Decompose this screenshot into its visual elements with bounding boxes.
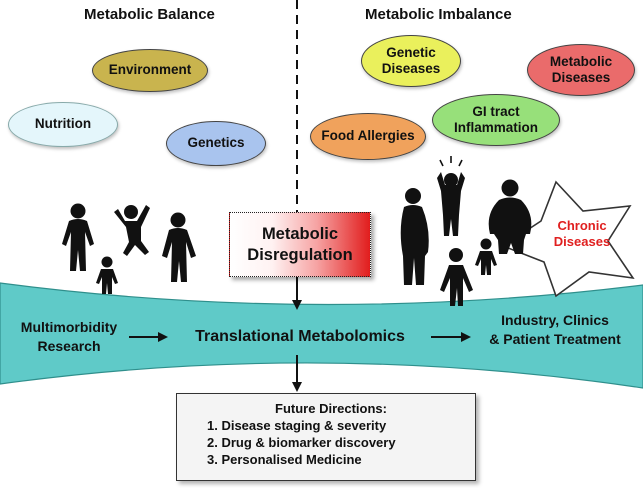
child-person-icon [475, 238, 497, 275]
chronic-line2: Diseases [553, 234, 611, 250]
food-allergies-factor: Food Allergies [310, 113, 426, 160]
food-allergies-label: Food Allergies [321, 128, 415, 144]
future-item-disease-staging: 1. Disease staging & severity [207, 418, 387, 434]
thin-person-icon [440, 248, 473, 306]
future-directions-box: Future Directions: 1. Disease staging & … [176, 393, 476, 481]
disregulation-line2: Disregulation [247, 245, 353, 264]
future-item-personalised-medicine: 3. Personalised Medicine [207, 452, 362, 468]
industry-line2: & Patient Treatment [489, 330, 621, 347]
chronic-diseases-label: Chronic Diseases [527, 218, 637, 251]
industry-line1: Industry, Clinics [501, 312, 609, 328]
gi-tract-line1: GI tract [472, 103, 520, 119]
environment-factor: Environment [92, 49, 208, 92]
child-person-icon [96, 256, 118, 294]
genetics-label: Genetics [187, 135, 245, 151]
obese-person-icon [400, 188, 429, 285]
distressed-person-icon [437, 156, 465, 236]
adult-person-icon [62, 203, 94, 271]
metabolic-balance-heading: Metabolic Balance [84, 6, 215, 23]
metabolic-disregulation-box: Metabolic Disregulation [229, 212, 371, 277]
disregulation-line1: Metabolic [261, 224, 339, 243]
multimorbidity-line1: Multimorbidity [20, 319, 118, 335]
translational-band [0, 282, 643, 389]
adult-person-icon [162, 212, 196, 282]
future-directions-title: Future Directions: [275, 401, 387, 416]
nutrition-factor: Nutrition [8, 102, 118, 147]
future-item-drug-discovery: 2. Drug & biomarker discovery [207, 435, 396, 451]
jumping-person-icon [114, 205, 150, 256]
environment-label: Environment [108, 62, 192, 78]
multimorbidity-research-label: Multimorbidity Research [6, 318, 132, 356]
gi-tract-line2: Inflammation [453, 120, 538, 135]
nutrition-label: Nutrition [34, 116, 92, 132]
obese-person-icon [488, 179, 532, 254]
translational-metabolomics-label: Translational Metabolomics [195, 328, 405, 345]
metabolic-imbalance-heading: Metabolic Imbalance [365, 6, 512, 23]
genetic-diseases-line1: Genetic [386, 44, 436, 60]
metabolic-diseases-line2: Diseases [551, 70, 611, 85]
chronic-line1: Chronic [557, 218, 607, 233]
metabolic-diseases-line1: Metabolic [549, 53, 613, 69]
genetic-diseases-line2: Diseases [381, 61, 441, 76]
industry-clinics-label: Industry, Clinics & Patient Treatment [470, 311, 640, 349]
multimorbidity-line2: Research [37, 337, 101, 354]
genetics-factor: Genetics [166, 121, 266, 166]
